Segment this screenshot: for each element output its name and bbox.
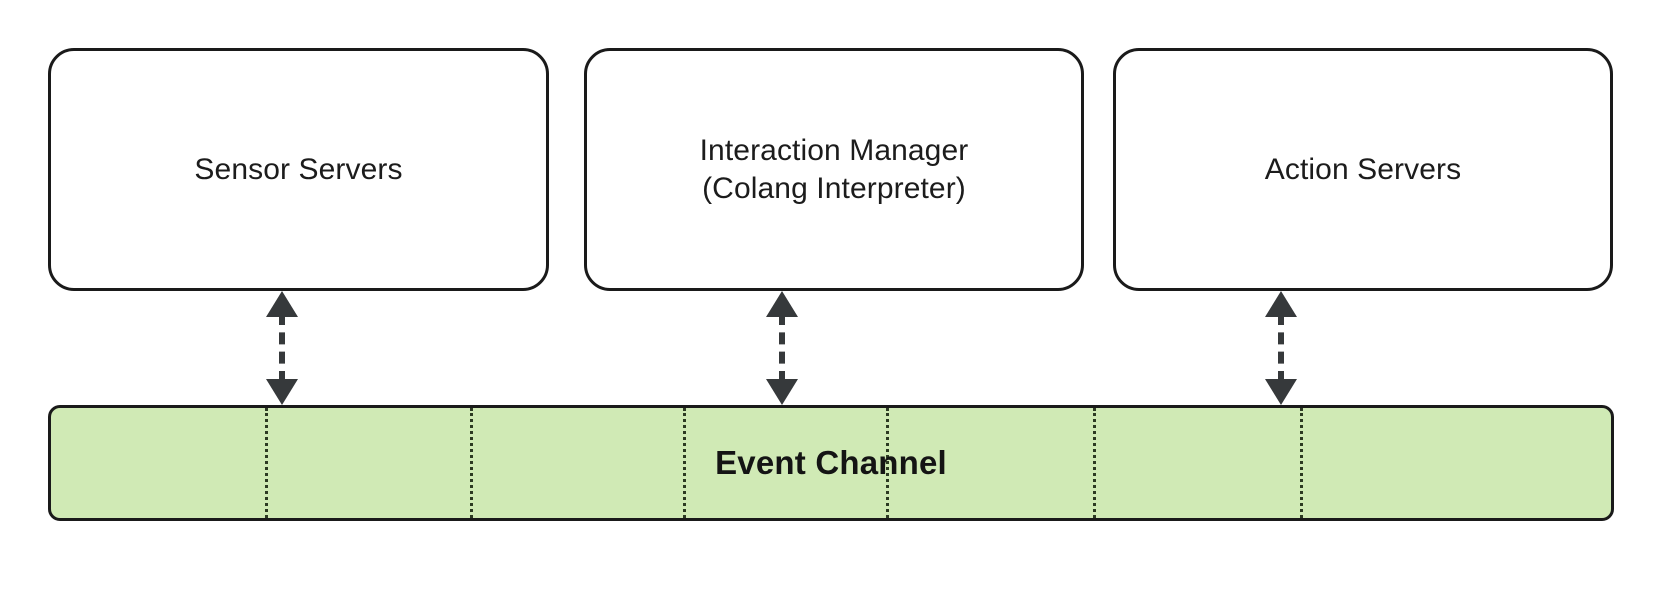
node-sensor-servers-label: Sensor Servers	[194, 152, 403, 186]
channel-divider-6	[1300, 408, 1303, 518]
connector-interaction-manager-to-event-channel	[762, 291, 802, 405]
connector-sensor-to-event-channel	[262, 291, 302, 405]
arrow-head-up-icon	[1265, 291, 1297, 317]
arrow-head-down-icon	[266, 379, 298, 405]
node-sensor-servers[interactable]: Sensor Servers	[48, 48, 549, 291]
channel-divider-1	[265, 408, 268, 518]
channel-divider-3	[683, 408, 686, 518]
channel-divider-5	[1093, 408, 1096, 518]
node-interaction-manager-label: Interaction Manager (Colang Interpreter)	[699, 133, 969, 205]
arrow-head-down-icon	[1265, 379, 1297, 405]
arrow-head-down-icon	[766, 379, 798, 405]
connector-action-servers-to-event-channel	[1261, 291, 1301, 405]
event-channel-bar[interactable]: Event Channel	[48, 405, 1614, 521]
event-channel-label: Event Channel	[715, 444, 947, 481]
channel-divider-4	[886, 408, 889, 518]
arrow-head-up-icon	[766, 291, 798, 317]
arrow-shaft	[779, 313, 785, 383]
channel-divider-2	[470, 408, 473, 518]
node-action-servers[interactable]: Action Servers	[1113, 48, 1613, 291]
arrow-shaft	[1278, 313, 1284, 383]
node-action-servers-label: Action Servers	[1264, 152, 1462, 186]
arrow-shaft	[279, 313, 285, 383]
arrow-head-up-icon	[266, 291, 298, 317]
node-interaction-manager[interactable]: Interaction Manager (Colang Interpreter)	[584, 48, 1084, 291]
